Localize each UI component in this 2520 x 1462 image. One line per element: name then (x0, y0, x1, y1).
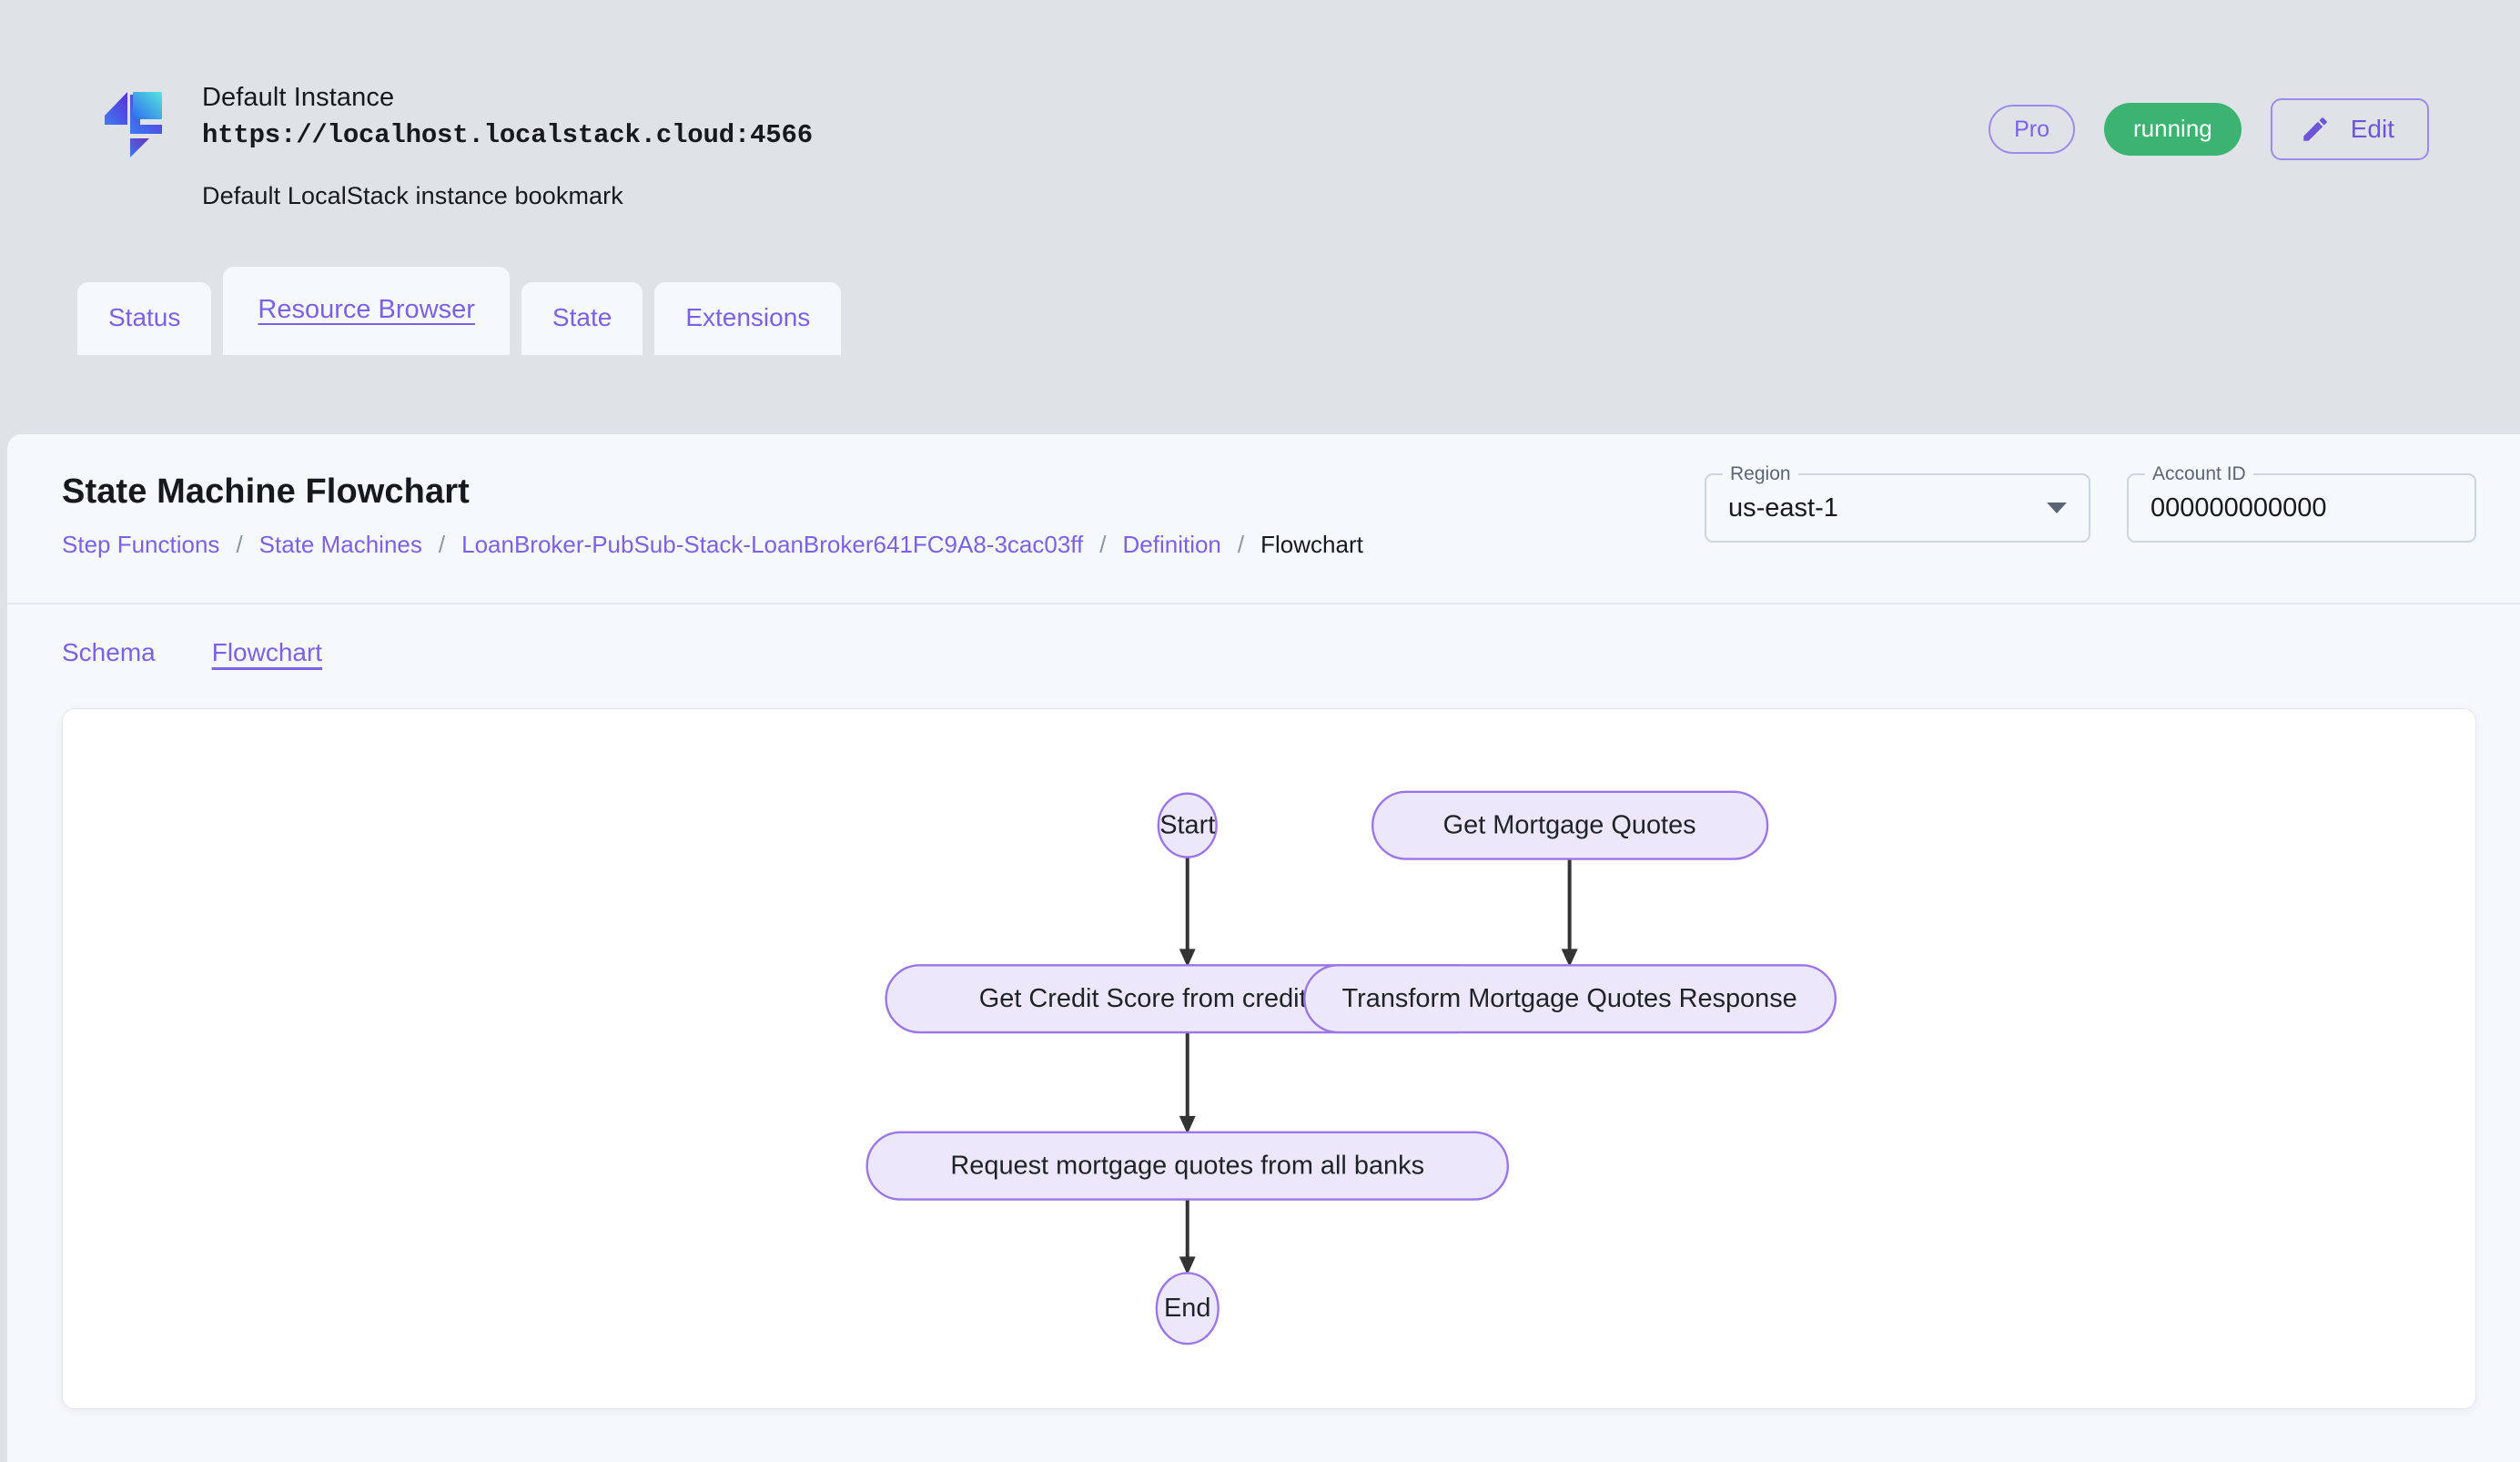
breadcrumb: Step Functions / State Machines / LoanBr… (62, 531, 2520, 559)
flow-node-transform-response-label: Transform Mortgage Quotes Response (1342, 983, 1797, 1012)
pro-badge[interactable]: Pro (1989, 105, 2076, 154)
flow-node-get-mortgage-quotes[interactable]: Get Mortgage Quotes (1371, 790, 1769, 860)
instance-header: Default Instance https://localhost.local… (0, 0, 2520, 355)
edge-start-to-credit (1179, 857, 1196, 967)
edit-button-label: Edit (2350, 115, 2394, 144)
page-title: State Machine Flowchart (62, 472, 470, 511)
page-header: State Machine Flowchart Step Functions /… (7, 434, 2520, 604)
edge-credit-to-request (1179, 1031, 1196, 1134)
tab-status[interactable]: Status (77, 282, 212, 355)
instance-summary: Default Instance https://localhost.local… (91, 77, 2520, 210)
flow-node-request-quotes[interactable]: Request mortgage quotes from all banks (865, 1131, 1510, 1201)
content-panel: State Machine Flowchart Step Functions /… (7, 434, 2520, 1462)
flow-node-start-label: Start (1159, 810, 1215, 839)
breadcrumb-separator: / (438, 530, 446, 558)
flow-node-request-quotes-label: Request mortgage quotes from all banks (950, 1151, 1424, 1180)
region-select[interactable]: Region us-east-1 (1705, 462, 2090, 543)
subtab-flowchart[interactable]: Flowchart (211, 638, 323, 666)
breadcrumb-step-functions[interactable]: Step Functions (62, 530, 220, 558)
flow-node-end[interactable]: End (1155, 1271, 1220, 1345)
pencil-icon (2300, 114, 2331, 145)
tab-extensions[interactable]: Extensions (654, 282, 842, 355)
flowchart-svg: Start Get Credit Score from credit burea… (865, 790, 1837, 1345)
tab-state[interactable]: State (521, 282, 643, 355)
account-id-value: 000000000000 (2151, 492, 2327, 523)
context-selectors: Region us-east-1 Account ID 000000000000 (1705, 462, 2476, 543)
breadcrumb-definition[interactable]: Definition (1122, 530, 1221, 558)
flow-node-start[interactable]: Start (1157, 792, 1218, 858)
edge-getquotes-to-transform (1561, 858, 1578, 967)
account-id-label: Account ID (2145, 462, 2253, 486)
account-id-field[interactable]: Account ID 000000000000 (2127, 462, 2476, 543)
region-label: Region (1723, 462, 1798, 486)
flowchart-canvas[interactable]: Start Get Credit Score from credit burea… (62, 707, 2476, 1409)
header-actions: Pro running Edit (1989, 98, 2429, 160)
breadcrumb-state-machine-name[interactable]: LoanBroker-PubSub-Stack-LoanBroker641FC9… (461, 530, 1084, 558)
breadcrumb-separator: / (236, 530, 243, 558)
instance-endpoint: https://localhost.localstack.cloud:4566 (202, 120, 813, 151)
breadcrumb-separator: / (1237, 530, 1245, 558)
edit-button[interactable]: Edit (2270, 98, 2429, 160)
flow-node-end-label: End (1164, 1294, 1210, 1323)
instance-tabs: Status Resource Browser State Extensions (77, 267, 842, 355)
breadcrumb-separator: / (1099, 530, 1107, 558)
breadcrumb-state-machines[interactable]: State Machines (258, 530, 422, 558)
region-value: us-east-1 (1728, 492, 1838, 523)
instance-name: Default Instance (202, 83, 395, 112)
breadcrumb-flowchart: Flowchart (1260, 530, 1363, 558)
subtab-schema[interactable]: Schema (62, 638, 156, 666)
definition-subtabs: Schema Flowchart (7, 604, 2520, 697)
flow-node-transform-response[interactable]: Transform Mortgage Quotes Response (1303, 963, 1837, 1033)
instance-details: Default Instance https://localhost.local… (202, 77, 813, 210)
chevron-down-icon (2047, 503, 2067, 513)
localstack-logo-icon (91, 86, 162, 161)
edge-request-to-end (1179, 1199, 1196, 1274)
tab-resource-browser[interactable]: Resource Browser (223, 267, 510, 355)
instance-description: Default LocalStack instance bookmark (202, 182, 623, 210)
status-badge[interactable]: running (2104, 103, 2242, 156)
flow-node-get-mortgage-quotes-label: Get Mortgage Quotes (1443, 810, 1696, 839)
